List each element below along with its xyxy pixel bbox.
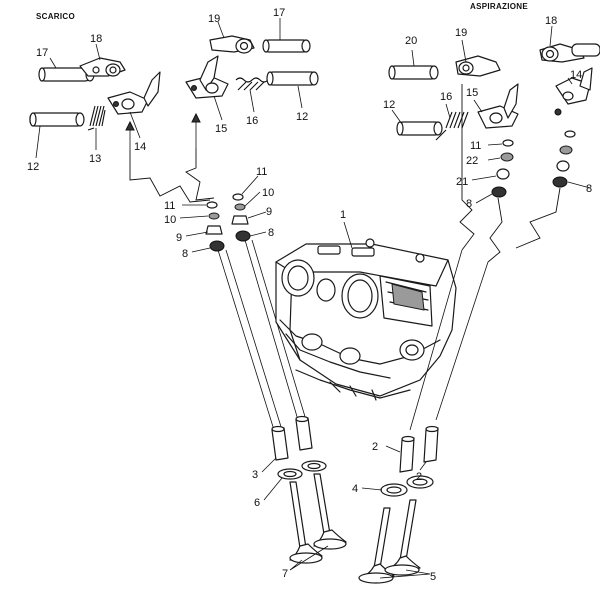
callout-18: 18 bbox=[545, 15, 557, 27]
intake-valve-5-a bbox=[358, 507, 395, 584]
valve-keeper-stack-left-2 bbox=[231, 193, 251, 242]
leader-lines bbox=[35, 18, 591, 579]
rocker-arm-19-right bbox=[455, 55, 501, 77]
callout-15: 15 bbox=[466, 87, 478, 99]
callout-11: 11 bbox=[256, 166, 267, 178]
axis-line-left-1b bbox=[225, 249, 283, 431]
guide-line-left-b bbox=[185, 148, 215, 201]
callout-6: 6 bbox=[254, 497, 260, 509]
valve-seat-6-b bbox=[301, 460, 327, 472]
rocker-arm-14-left bbox=[107, 71, 161, 115]
callout-16: 16 bbox=[440, 91, 452, 103]
callout-7: 7 bbox=[282, 568, 288, 580]
direction-arrow-left bbox=[125, 120, 135, 150]
callout-10: 10 bbox=[164, 214, 176, 226]
callout-4: 4 bbox=[352, 483, 358, 495]
shaft-12-left bbox=[29, 112, 85, 127]
guide-line-right-a bbox=[459, 84, 475, 251]
shaft-20 bbox=[388, 65, 439, 80]
callout-12: 12 bbox=[296, 111, 308, 123]
valve-keeper-stack-right-1 bbox=[491, 139, 514, 198]
callout-11: 11 bbox=[164, 200, 175, 212]
callout-10: 10 bbox=[262, 187, 274, 199]
intake-valve-5-b bbox=[384, 499, 421, 576]
valve-guide-3-a bbox=[271, 425, 289, 461]
shaft-pin-17-center bbox=[262, 39, 311, 53]
axis-line-right-1 bbox=[409, 249, 463, 431]
callout-17: 17 bbox=[36, 47, 48, 59]
valve-guide-3-b bbox=[295, 415, 313, 451]
axis-line-left-2b bbox=[251, 239, 307, 421]
callout-9: 9 bbox=[266, 206, 272, 218]
shaft-12-center bbox=[266, 71, 319, 86]
guide-line-right-b bbox=[487, 197, 503, 263]
callout-2: 2 bbox=[416, 471, 422, 483]
callout-numbers: 17 18 19 17 12 13 14 15 16 12 11 10 9 8 … bbox=[27, 7, 592, 583]
exhaust-valve-7-b bbox=[313, 473, 347, 550]
callout-9: 9 bbox=[176, 232, 182, 244]
rocker-arm-18-right bbox=[539, 43, 600, 63]
callout-19: 19 bbox=[208, 13, 220, 25]
direction-arrow-center bbox=[191, 112, 201, 148]
callout-13: 13 bbox=[89, 153, 101, 165]
return-spring-13 bbox=[87, 105, 106, 131]
axis-line-left-1 bbox=[217, 249, 275, 431]
callout-12: 12 bbox=[383, 99, 395, 111]
callout-16: 16 bbox=[246, 115, 258, 127]
callout-17: 17 bbox=[273, 7, 285, 19]
return-spring-16-right bbox=[435, 111, 469, 141]
callout-11: 11 bbox=[470, 140, 481, 152]
intake-section-title: ASPIRAZIONE bbox=[470, 2, 528, 11]
callout-8: 8 bbox=[466, 198, 472, 210]
valve-keeper-stack-left-1 bbox=[205, 201, 225, 252]
shaft-12-right bbox=[396, 121, 443, 136]
callout-1: 1 bbox=[340, 209, 346, 221]
callout-8: 8 bbox=[182, 248, 188, 260]
callout-8: 8 bbox=[268, 227, 274, 239]
callout-12: 12 bbox=[27, 161, 39, 173]
callout-19: 19 bbox=[455, 27, 467, 39]
guide-line-right-c bbox=[515, 187, 561, 249]
callout-21: 21 bbox=[456, 176, 468, 188]
callout-14: 14 bbox=[134, 141, 146, 153]
callout-20: 20 bbox=[405, 35, 417, 47]
exhaust-valve-7-a bbox=[289, 481, 323, 564]
rocker-arm-19-left bbox=[209, 35, 255, 54]
callout-5: 5 bbox=[430, 571, 436, 583]
guide-line-left-a bbox=[129, 150, 211, 203]
valve-guide-2-b bbox=[423, 425, 439, 463]
rocker-arm-18-left bbox=[79, 57, 126, 77]
callout-22: 22 bbox=[466, 155, 478, 167]
return-spring-16-left bbox=[235, 77, 269, 91]
cylinder-head-1 bbox=[275, 238, 457, 401]
axis-line-right-2 bbox=[435, 261, 489, 421]
valve-seat-4-b bbox=[406, 475, 434, 489]
axis-line-left-2 bbox=[244, 239, 299, 421]
callout-18: 18 bbox=[90, 33, 102, 45]
callout-2: 2 bbox=[372, 441, 378, 453]
callout-3: 3 bbox=[252, 469, 258, 481]
valve-seat-4-a bbox=[380, 483, 408, 497]
callout-14: 14 bbox=[570, 69, 582, 81]
valve-seat-6-a bbox=[277, 468, 303, 480]
valve-guide-2-a bbox=[399, 435, 415, 473]
callout-8: 8 bbox=[586, 183, 592, 195]
rocker-arm-15-left bbox=[185, 55, 229, 99]
callout-15: 15 bbox=[215, 123, 227, 135]
exhaust-section-title: SCARICO bbox=[36, 12, 75, 21]
valve-keeper-stack-right-2 bbox=[552, 130, 576, 188]
rocker-arm-15-right bbox=[477, 83, 519, 129]
